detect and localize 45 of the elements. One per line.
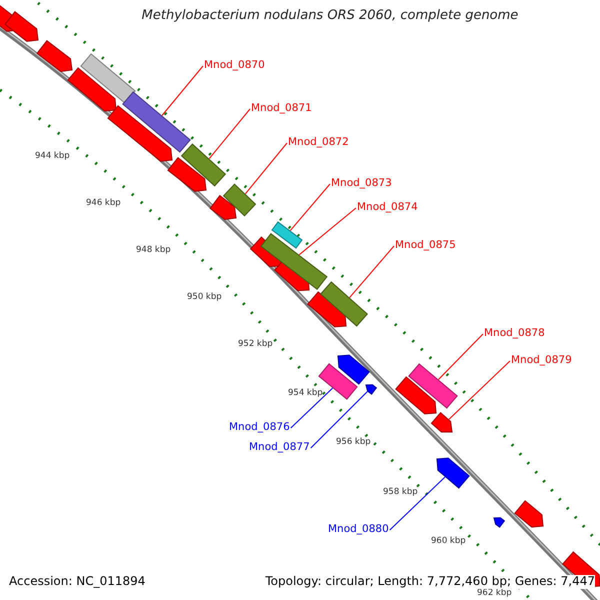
gene-label: Mnod_0878 bbox=[484, 327, 545, 340]
leader-line bbox=[162, 66, 204, 116]
gene-feature bbox=[436, 458, 470, 489]
gene-feature bbox=[180, 143, 226, 187]
scale-label: 956 kbp bbox=[336, 438, 371, 448]
title: Methylobacterium nodulans ORS 2060, complete genome bbox=[142, 8, 518, 23]
gene-feature bbox=[271, 221, 303, 249]
gene-label: Mnod_0873 bbox=[331, 177, 392, 190]
scale-label: 946 kbp bbox=[86, 199, 121, 209]
leader-line bbox=[448, 360, 510, 420]
leader-line bbox=[290, 388, 334, 428]
gene-label: Mnod_0871 bbox=[251, 102, 312, 114]
leader-line bbox=[298, 208, 356, 256]
scale-label: 960 kbp bbox=[431, 537, 466, 547]
gene-feature bbox=[260, 233, 328, 290]
scale-label: 944 kbp bbox=[35, 152, 70, 162]
genome-info-text: Topology: circular; Length: 7,772,460 bp; Genes: 7,447 bbox=[265, 575, 595, 589]
scale-label: 958 kbp bbox=[383, 488, 418, 498]
gene-label: Mnod_0879 bbox=[511, 354, 572, 366]
gene-label: Mnod_0880 bbox=[328, 523, 389, 536]
gene-feature bbox=[122, 91, 191, 153]
scale-label: 948 kbp bbox=[136, 246, 171, 256]
leader-line bbox=[290, 184, 330, 232]
gene-label: Mnod_0876 bbox=[229, 421, 290, 434]
scale-label: 950 kbp bbox=[187, 293, 222, 303]
leader-line bbox=[244, 142, 288, 194]
gene-feature bbox=[222, 184, 256, 216]
leader-line bbox=[310, 391, 368, 448]
gene-label: Mnod_0875 bbox=[395, 239, 456, 252]
scale-label: 954 kbp bbox=[288, 389, 323, 399]
gene-label: Mnod_0872 bbox=[288, 136, 349, 148]
gene-label: Mnod_0877 bbox=[249, 441, 310, 454]
scale-label: 952 kbp bbox=[238, 340, 273, 350]
accession-text: Accession: NC_011894 bbox=[9, 575, 146, 589]
leader-line bbox=[349, 246, 394, 298]
gene-feature bbox=[408, 363, 458, 409]
gene-label: Mnod_0874 bbox=[357, 201, 418, 214]
leader-line bbox=[389, 476, 446, 530]
scale-label: 962 kbp bbox=[477, 589, 512, 599]
leader-line bbox=[438, 334, 484, 380]
gene-feature bbox=[365, 384, 378, 395]
gene-label: Mnod_0870 bbox=[204, 59, 265, 72]
gene-feature bbox=[320, 281, 368, 327]
leader-line bbox=[208, 108, 250, 160]
gene-feature bbox=[430, 412, 453, 432]
